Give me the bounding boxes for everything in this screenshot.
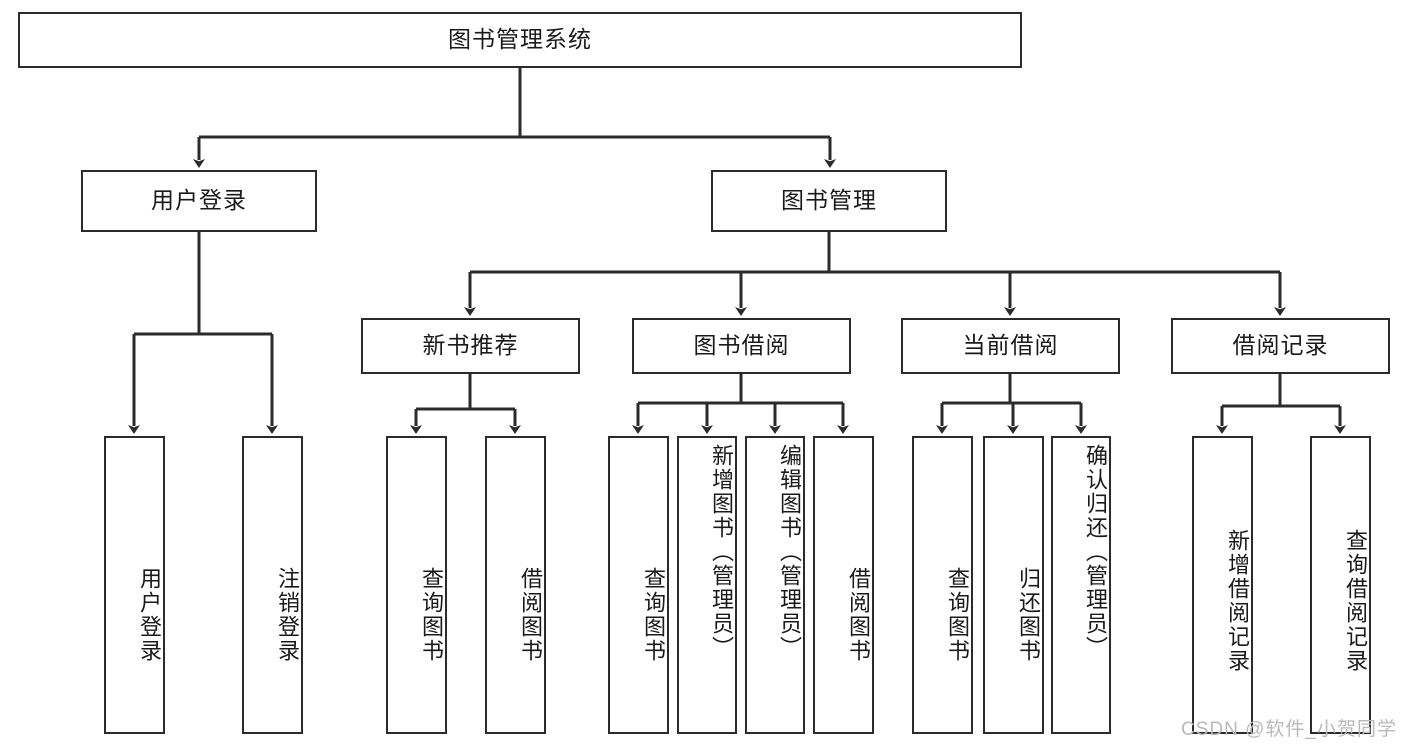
leaf-query-book-borrow-label: 查询图书 <box>641 567 666 663</box>
leaf-query-borrow-record[interactable]: 查询借阅记录 <box>1310 436 1371 734</box>
leaf-add-book-admin[interactable]: 新增图书（管理员） <box>677 436 737 734</box>
node-book-management[interactable]: 图书管理 <box>711 170 947 232</box>
leaf-logout[interactable]: 注销登录 <box>242 436 303 734</box>
leaf-query-book-recommend[interactable]: 查询图书 <box>386 436 447 734</box>
node-book-borrow-label: 图书借阅 <box>693 332 790 359</box>
node-user-login-label: 用户登录 <box>151 187 247 214</box>
leaf-return-book[interactable]: 归还图书 <box>983 436 1044 734</box>
node-new-book-recommend-label: 新书推荐 <box>422 332 519 359</box>
node-borrow-record-label: 借阅记录 <box>1232 332 1329 359</box>
node-root-label: 图书管理系统 <box>448 26 592 53</box>
leaf-borrow-book-recommend-label: 借阅图书 <box>518 567 543 663</box>
leaf-borrow-book[interactable]: 借阅图书 <box>813 436 874 734</box>
leaf-borrow-book-label: 借阅图书 <box>846 567 871 663</box>
node-new-book-recommend[interactable]: 新书推荐 <box>361 318 580 374</box>
leaf-user-login[interactable]: 用户登录 <box>104 436 165 734</box>
node-borrow-record[interactable]: 借阅记录 <box>1171 318 1390 374</box>
node-root[interactable]: 图书管理系统 <box>18 12 1022 68</box>
node-book-management-label: 图书管理 <box>781 187 877 214</box>
node-user-login[interactable]: 用户登录 <box>81 170 317 232</box>
leaf-query-borrow-record-label: 查询借阅记录 <box>1343 529 1368 673</box>
leaf-confirm-return-admin-label: 确认归还（管理员） <box>1083 444 1108 660</box>
leaf-query-book-borrow[interactable]: 查询图书 <box>608 436 669 734</box>
leaf-borrow-book-recommend[interactable]: 借阅图书 <box>485 436 546 734</box>
node-book-borrow[interactable]: 图书借阅 <box>632 318 851 374</box>
node-current-borrow-label: 当前借阅 <box>962 332 1059 359</box>
leaf-query-book-current[interactable]: 查询图书 <box>912 436 973 734</box>
leaf-add-book-admin-label: 新增图书（管理员） <box>709 444 734 660</box>
leaf-user-login-label: 用户登录 <box>137 567 162 663</box>
leaf-query-book-current-label: 查询图书 <box>945 567 970 663</box>
node-current-borrow[interactable]: 当前借阅 <box>901 318 1120 374</box>
leaf-edit-book-admin-label: 编辑图书（管理员） <box>777 444 802 660</box>
leaf-edit-book-admin[interactable]: 编辑图书（管理员） <box>745 436 805 734</box>
leaf-add-borrow-record-label: 新增借阅记录 <box>1225 529 1250 673</box>
leaf-confirm-return-admin[interactable]: 确认归还（管理员） <box>1051 436 1111 734</box>
leaf-return-book-label: 归还图书 <box>1016 567 1041 663</box>
leaf-logout-label: 注销登录 <box>275 567 300 663</box>
leaf-add-borrow-record[interactable]: 新增借阅记录 <box>1192 436 1253 734</box>
leaf-query-book-recommend-label: 查询图书 <box>419 567 444 663</box>
watermark: CSDN @软件_小贺同学 <box>1181 719 1397 740</box>
